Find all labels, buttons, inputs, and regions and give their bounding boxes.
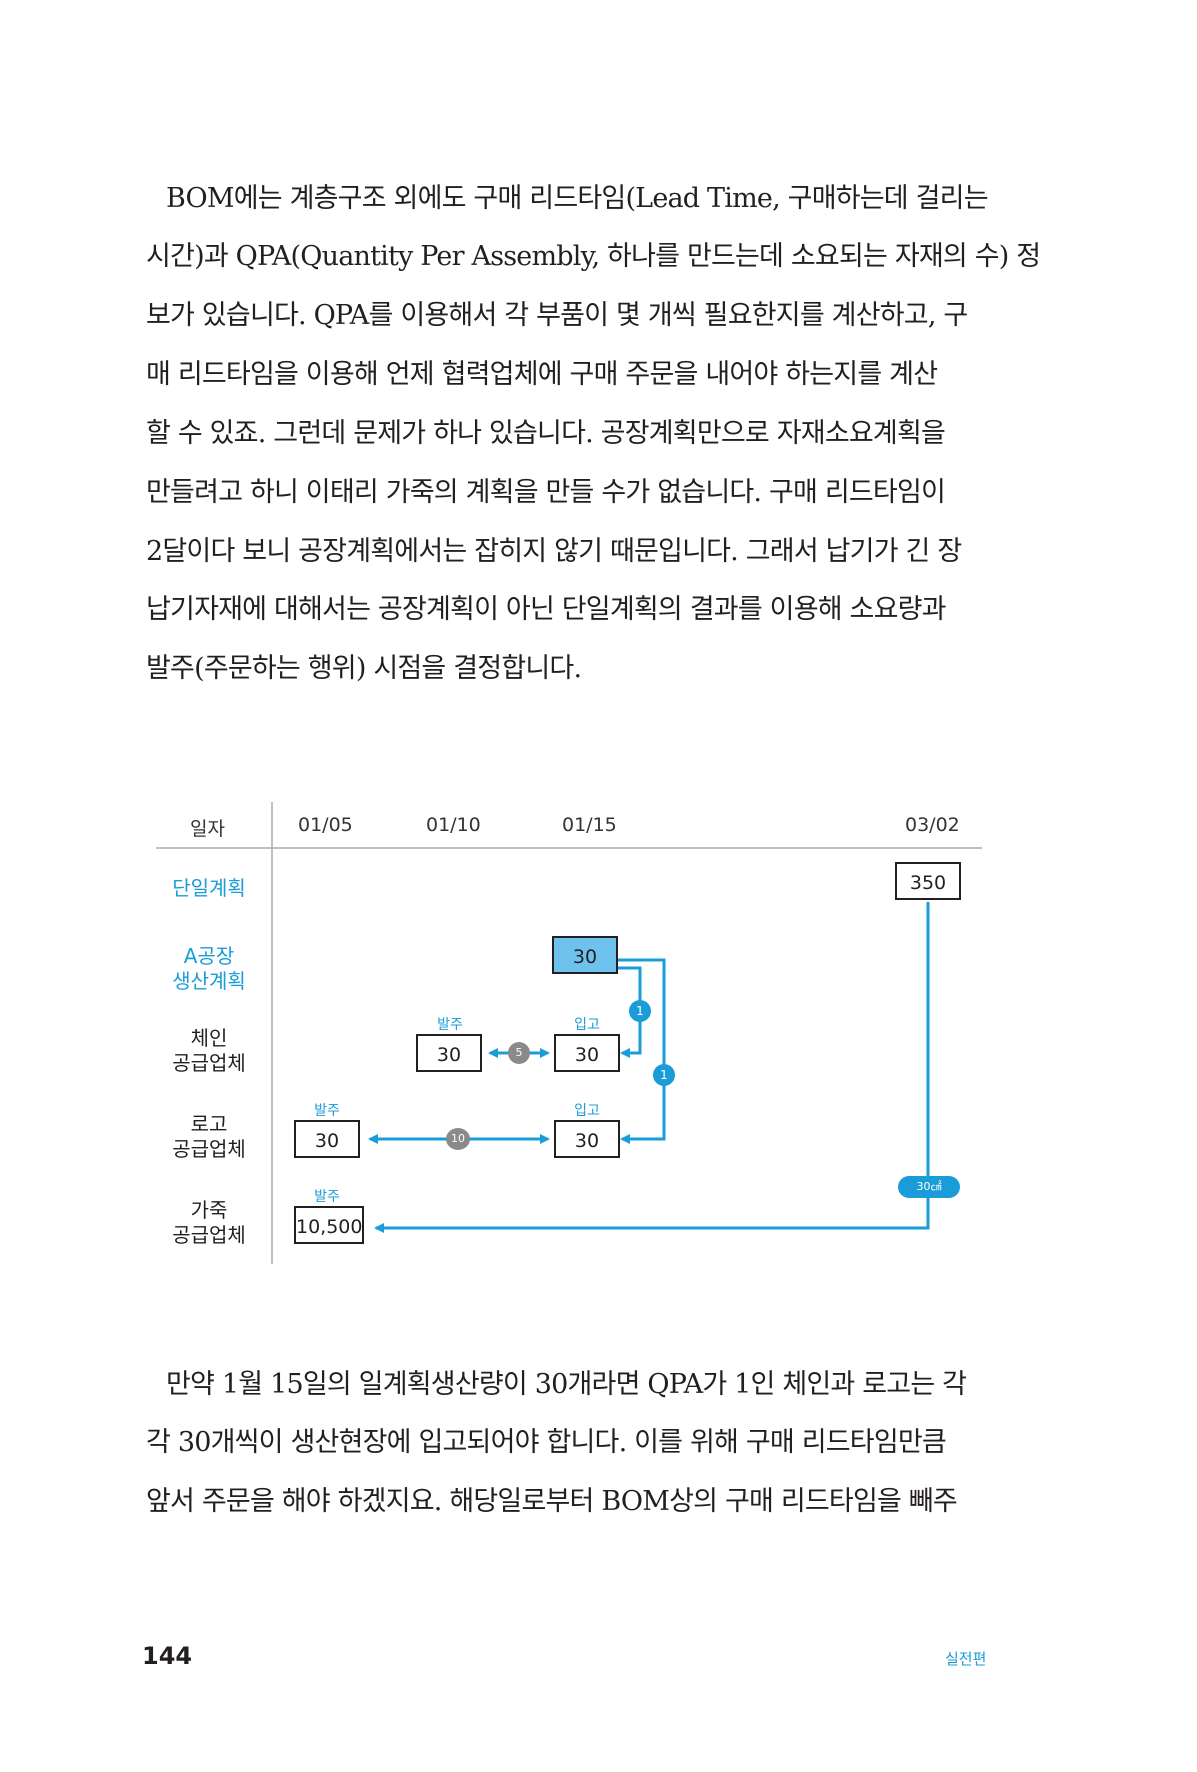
tag-order-chain: 발주: [437, 1017, 463, 1033]
factory-plan-box: 30: [552, 936, 618, 974]
row-label-line: A공장: [183, 944, 235, 968]
row-label-line: 공급업체: [172, 1137, 246, 1161]
date-header-label: 일자: [190, 818, 225, 840]
row-label-logo: 로고 공급업체: [154, 1112, 264, 1162]
row-label-line: 공급업체: [172, 1051, 246, 1075]
text-line: 매 리드타임을 이용해 언제 협력업체에 구매 주문을 내어야 하는지를 계산: [146, 359, 938, 390]
qpa-badge-chain: 1: [629, 1000, 651, 1022]
row-label-line: 체인: [190, 1026, 228, 1050]
date-0110: 01/10: [426, 814, 481, 836]
logo-order-box: 30: [294, 1120, 360, 1158]
tag-order-logo: 발주: [314, 1103, 340, 1119]
date-0115: 01/15: [562, 814, 617, 836]
chain-receive-box: 30: [554, 1034, 620, 1072]
row-label-line: 가죽: [190, 1198, 228, 1222]
logo-receive-box: 30: [554, 1120, 620, 1158]
text-line: 시간)과 QPA(Quantity Per Assembly, 하나를 만드는데…: [146, 241, 1041, 272]
row-label-line: 생산계획: [172, 969, 246, 993]
page-number: 144: [142, 1642, 193, 1670]
text-line: 할 수 있죠. 그런데 문제가 하나 있습니다. 공장계획만으로 자재소요계획을: [146, 418, 946, 449]
qpa-badge-logo: 1: [653, 1064, 675, 1086]
text-line: BOM에는 계층구조 외에도 구매 리드타임(Lead Time, 구매하는데 …: [166, 183, 989, 214]
text-line: 만약 1월 15일의 일계획생산량이 30개라면 QPA가 1인 체인과 로고는…: [166, 1369, 967, 1400]
text-line: 만들려고 하니 이태리 가죽의 계획을 만들 수가 없습니다. 구매 리드타임이: [146, 477, 946, 508]
lead-time-badge-chain: 5: [508, 1042, 530, 1064]
tag-order-leather: 발주: [314, 1189, 340, 1205]
row-label-chain: 체인 공급업체: [154, 1026, 264, 1076]
leather-order-box: 10,500: [294, 1206, 364, 1244]
text-line: 앞서 주문을 해야 하겠지요. 해당일로부터 BOM상의 구매 리드타임을 빼주: [146, 1486, 958, 1517]
row-label-leather: 가죽 공급업체: [154, 1198, 264, 1248]
date-0302: 03/02: [905, 814, 960, 836]
row-label-single-plan: 단일계획: [172, 876, 246, 900]
lead-time-badge-logo: 10: [446, 1128, 470, 1150]
text-line: 납기자재에 대해서는 공장계획이 아닌 단일계획의 결과를 이용해 소요량과: [146, 594, 947, 625]
row-label-line: 공급업체: [172, 1223, 246, 1247]
text-line: 2달이다 보니 공장계획에서는 잡히지 않기 때문입니다. 그래서 납기가 긴 …: [146, 536, 962, 567]
section-label: 실전편: [945, 1650, 987, 1668]
text-line: 각 30개씩이 생산현장에 입고되어야 합니다. 이를 위해 구매 리드타임만큼: [146, 1427, 947, 1458]
qpa-badge-leather: 30㎠: [898, 1176, 960, 1198]
chain-order-box: 30: [416, 1034, 482, 1072]
row-label-factory-plan: A공장 생산계획: [154, 944, 264, 994]
date-0105: 01/05: [298, 814, 353, 836]
row-label-line: 로고: [190, 1112, 228, 1136]
tag-receive-logo: 입고: [574, 1103, 600, 1119]
single-plan-box: 350: [895, 862, 961, 900]
tag-receive-chain: 입고: [574, 1017, 600, 1033]
text-line: 발주(주문하는 행위) 시점을 결정합니다.: [146, 653, 582, 684]
text-line: 보가 있습니다. QPA를 이용해서 각 부품이 몇 개씩 필요한지를 계산하고…: [146, 300, 968, 331]
material-plan-diagram: 일자 01/05 01/10 01/15 03/02 단일계획 A공장 생산계획…: [150, 790, 1000, 1270]
